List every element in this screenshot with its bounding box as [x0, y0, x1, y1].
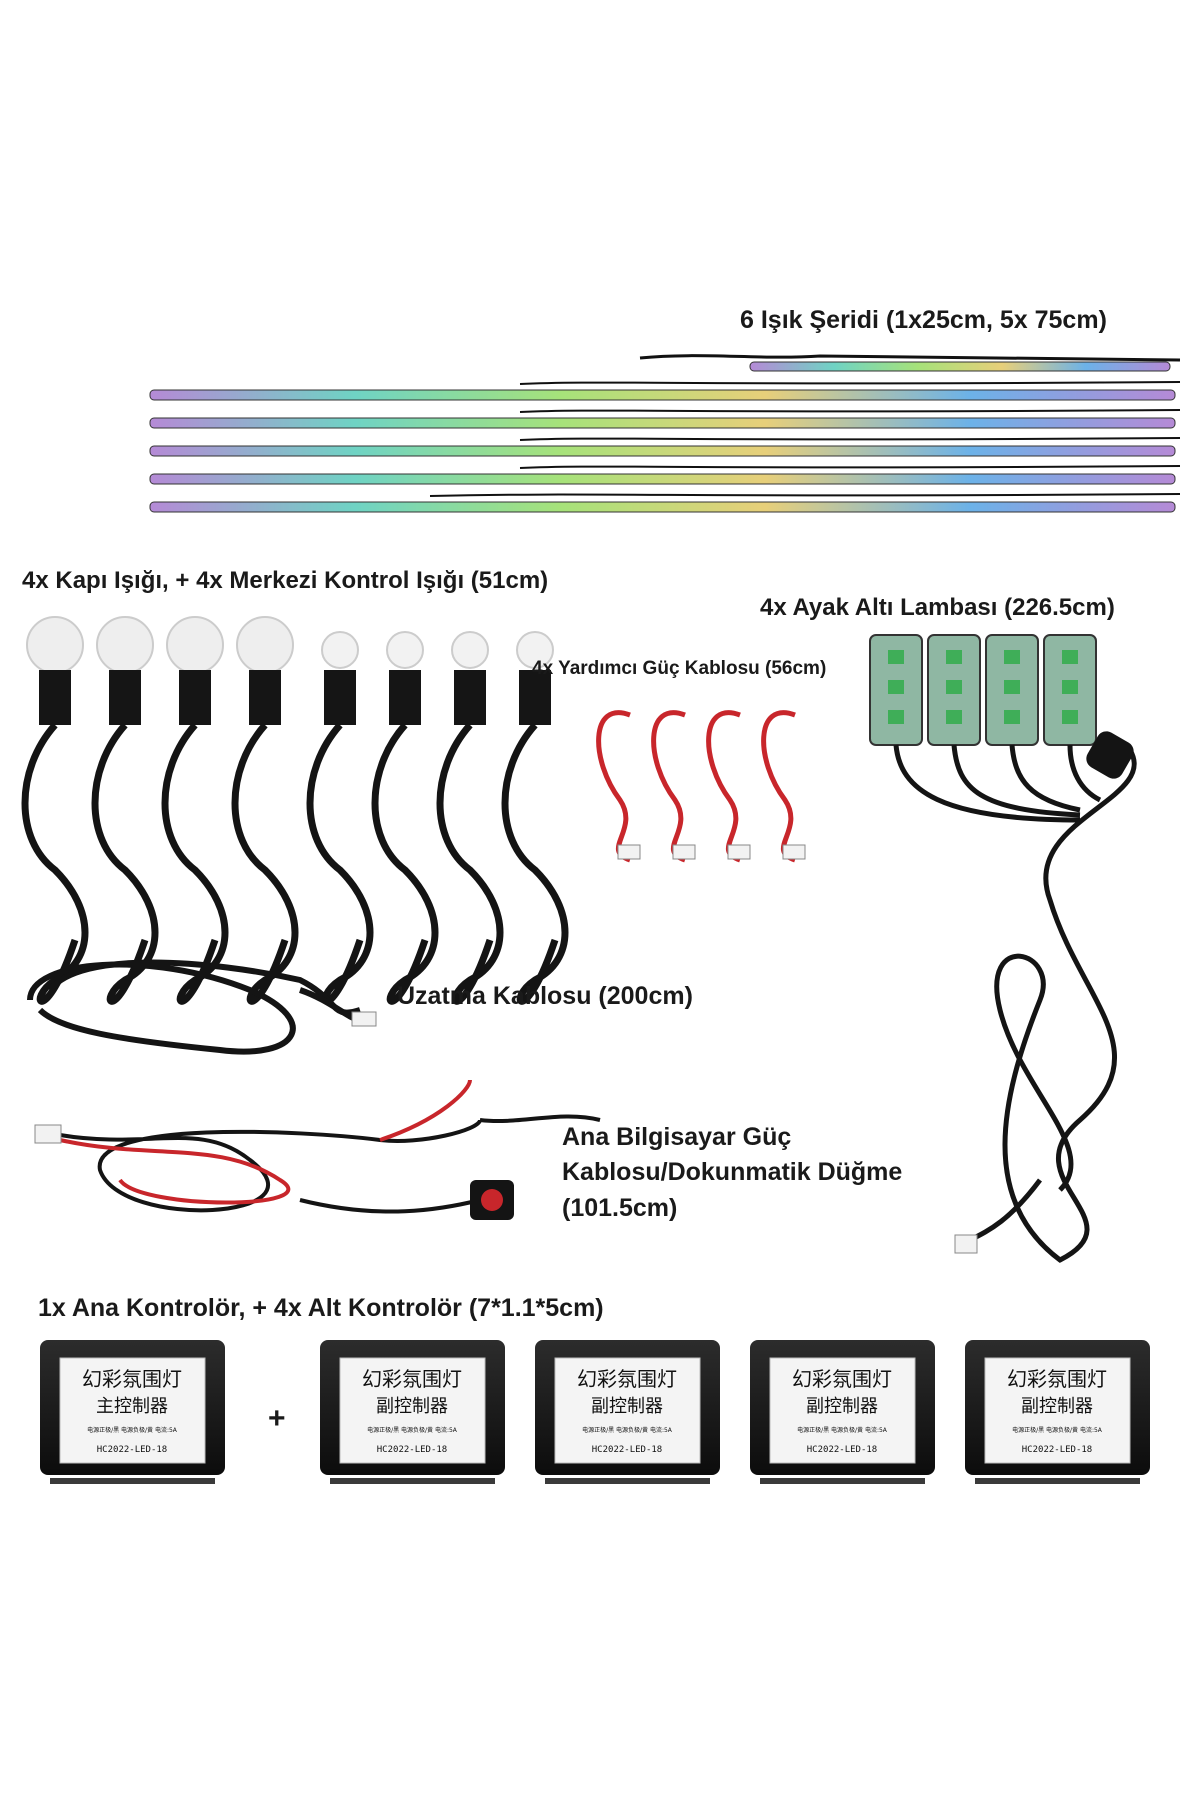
- controller-subtitle: 副控制器: [1021, 1396, 1093, 1417]
- main-power-label-line1: Ana Bilgisayar Güç: [562, 1123, 792, 1151]
- sub-controller: [535, 1340, 720, 1475]
- controller-brand: 幻彩氛围灯: [362, 1367, 462, 1391]
- controller-spec: 电源正极/黑 电源负极/黄 电流:5A: [797, 1426, 888, 1434]
- extension-label: Uzatma Kablosu (200cm): [397, 982, 693, 1010]
- controller-subtitle: 副控制器: [591, 1396, 663, 1417]
- door-lights-label: 4x Kapı Işığı, + 4x Merkezi Kontrol Işığ…: [22, 567, 549, 594]
- controller-spec: 电源正极/黑 电源负极/黄 电流:5A: [367, 1426, 458, 1434]
- controller-spec: 电源正极/黑 电源负极/黄 电流:5A: [582, 1426, 673, 1434]
- extension-cable: [27, 959, 377, 1055]
- aux-power-cables: [596, 710, 806, 863]
- controller-subtitle: 主控制器: [96, 1396, 168, 1417]
- controller-subtitle: 副控制器: [806, 1396, 878, 1417]
- controller-brand: 幻彩氛围灯: [82, 1367, 182, 1391]
- sub-controller: [320, 1340, 505, 1475]
- strips-label: 6 Işık Şeridi (1x25cm, 5x 75cm): [740, 306, 1107, 334]
- controller-brand: 幻彩氛围灯: [792, 1367, 892, 1391]
- foot-lamps-label: 4x Ayak Altı Lambası (226.5cm): [760, 594, 1115, 621]
- controller-model: HC2022-LED-18: [377, 1445, 447, 1455]
- controller-brand: 幻彩氛围灯: [577, 1367, 677, 1391]
- aux-power-label: 4x Yardımcı Güç Kablosu (56cm): [532, 658, 827, 679]
- sub-controller: [965, 1340, 1150, 1475]
- main-controller: [40, 1340, 225, 1475]
- main-power-cable: [34, 1079, 601, 1220]
- controller-spec: 电源正极/黑 电源负极/黄 电流:5A: [1012, 1426, 1103, 1434]
- controller-model: HC2022-LED-18: [97, 1445, 167, 1455]
- main-power-label-line3: (101.5cm): [562, 1194, 678, 1222]
- controller-subtitle: 副控制器: [376, 1396, 448, 1417]
- controller-model: HC2022-LED-18: [807, 1445, 877, 1455]
- light-strips: [149, 354, 1181, 513]
- controller-brand: 幻彩氛围灯: [1007, 1367, 1107, 1391]
- plus-sign: +: [268, 1402, 286, 1435]
- main-power-label-line2: Kablosu/Dokunmatik Düğme: [562, 1158, 903, 1186]
- controller-spec: 电源正极/黑 电源负极/黄 电流:5A: [87, 1426, 178, 1434]
- door-lights: [21, 616, 569, 1005]
- controller-model: HC2022-LED-18: [1022, 1445, 1092, 1455]
- controller-model: HC2022-LED-18: [592, 1445, 662, 1455]
- controllers: [40, 1340, 1150, 1484]
- controllers-label: 1x Ana Kontrolör, + 4x Alt Kontrolör (7*…: [38, 1294, 604, 1322]
- foot-lamps: [869, 634, 1137, 1263]
- controller-labels: 幻彩氛围灯 主控制器 电源正极/黑 电源负极/黄 电流:5A HC2022-LE…: [82, 1367, 1107, 1455]
- sub-controller: [750, 1340, 935, 1475]
